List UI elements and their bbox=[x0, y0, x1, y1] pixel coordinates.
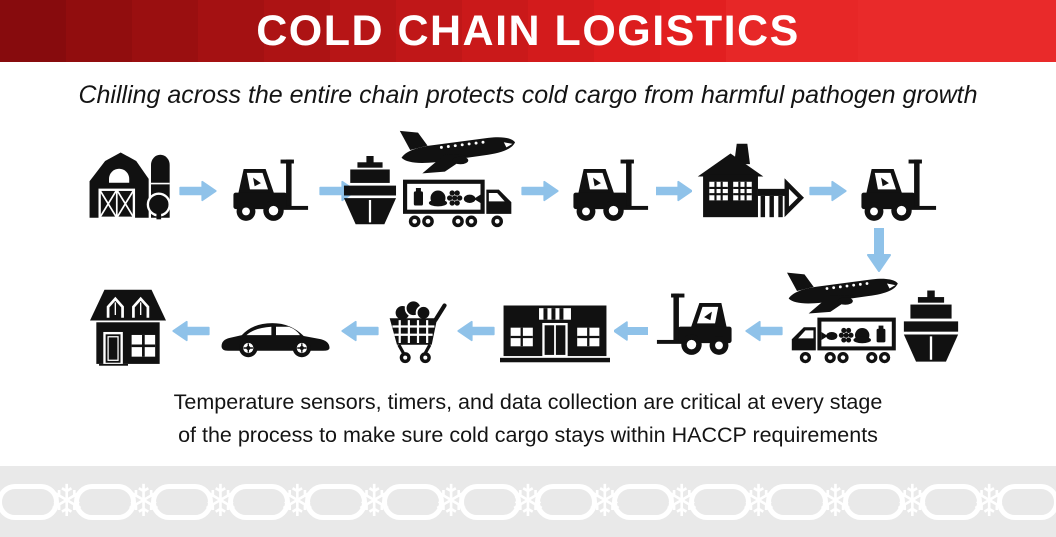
subtitle: Chilling across the entire chain protect… bbox=[78, 81, 978, 109]
cargo-ship-icon bbox=[342, 156, 398, 226]
cargo-plane-icon bbox=[780, 266, 904, 316]
cargo-ship-icon bbox=[902, 290, 960, 364]
refrigerated-truck-icon bbox=[402, 178, 514, 228]
flow-arrow-left-icon bbox=[456, 320, 496, 342]
flow-arrow-left-icon bbox=[340, 320, 380, 342]
forklift-icon bbox=[562, 158, 654, 224]
forklift-icon bbox=[652, 292, 742, 358]
snowflake-icon: ❄ bbox=[663, 475, 701, 527]
chain-link bbox=[842, 483, 905, 520]
shopping-cart-icon bbox=[386, 298, 450, 366]
chain-link bbox=[381, 483, 444, 520]
forklift-icon bbox=[222, 158, 314, 224]
flow-arrow-left-icon bbox=[170, 320, 212, 342]
chain-link bbox=[458, 483, 521, 520]
snowflake-icon: ❄ bbox=[817, 475, 854, 527]
flow-arrow-right-icon bbox=[656, 180, 692, 202]
chain-link bbox=[227, 483, 290, 520]
chain-link bbox=[612, 483, 675, 520]
refrigerated-truck-icon bbox=[788, 316, 898, 364]
chain-link bbox=[535, 483, 598, 520]
snowflake-icon: ❄ bbox=[509, 475, 547, 527]
flow-arrow-left-icon bbox=[614, 320, 648, 342]
chain-link bbox=[919, 483, 982, 520]
snowflake-icon: ❄ bbox=[355, 475, 393, 527]
chain-link bbox=[0, 483, 60, 520]
flow-arrow-right-icon bbox=[177, 180, 219, 202]
snowflake-icon: ❄ bbox=[278, 475, 316, 527]
chain-link bbox=[996, 483, 1056, 520]
storefront-icon bbox=[500, 302, 610, 364]
footer-band: ❄ ❄ ❄ ❄ ❄ ❄ ❄ ❄ ❄ ❄ ❄ ❄ ❄ bbox=[0, 466, 1056, 537]
bottom-note-line1: Temperature sensors, timers, and data co… bbox=[173, 390, 883, 414]
bottom-note-line2: of the process to make sure cold cargo s… bbox=[178, 423, 878, 447]
chain-link bbox=[151, 483, 214, 520]
snowflake-icon: ❄ bbox=[125, 475, 163, 527]
snowflake-icon: ❄ bbox=[202, 475, 239, 527]
farm-barn-icon bbox=[88, 142, 172, 222]
bottom-note: Temperature sensors, timers, and data co… bbox=[0, 386, 1056, 452]
flow-arrow-right-icon bbox=[808, 180, 848, 202]
chain-link bbox=[766, 483, 829, 520]
snowflake-icon: ❄ bbox=[893, 475, 931, 527]
flow-arrow-right-icon bbox=[520, 180, 560, 202]
chain-link bbox=[689, 483, 752, 520]
processing-facility-icon bbox=[696, 140, 804, 220]
header-banner: COLD CHAIN LOGISTICS bbox=[0, 0, 1056, 62]
chain-pattern: ❄ ❄ ❄ ❄ ❄ ❄ ❄ ❄ ❄ ❄ ❄ ❄ ❄ bbox=[0, 466, 1056, 537]
snowflake-icon: ❄ bbox=[740, 475, 778, 527]
snowflake-icon: ❄ bbox=[970, 475, 1008, 527]
chain-link bbox=[304, 483, 367, 520]
snowflake-icon: ❄ bbox=[586, 475, 624, 527]
cargo-plane-icon bbox=[392, 124, 522, 176]
chain-link bbox=[74, 483, 137, 520]
page-title: COLD CHAIN LOGISTICS bbox=[256, 7, 800, 55]
home-icon bbox=[90, 284, 166, 366]
snowflake-icon: ❄ bbox=[432, 475, 470, 527]
forklift-icon bbox=[850, 158, 942, 224]
flow-arrow-left-icon bbox=[744, 320, 784, 342]
snowflake-icon: ❄ bbox=[48, 475, 86, 527]
car-icon bbox=[216, 312, 336, 360]
